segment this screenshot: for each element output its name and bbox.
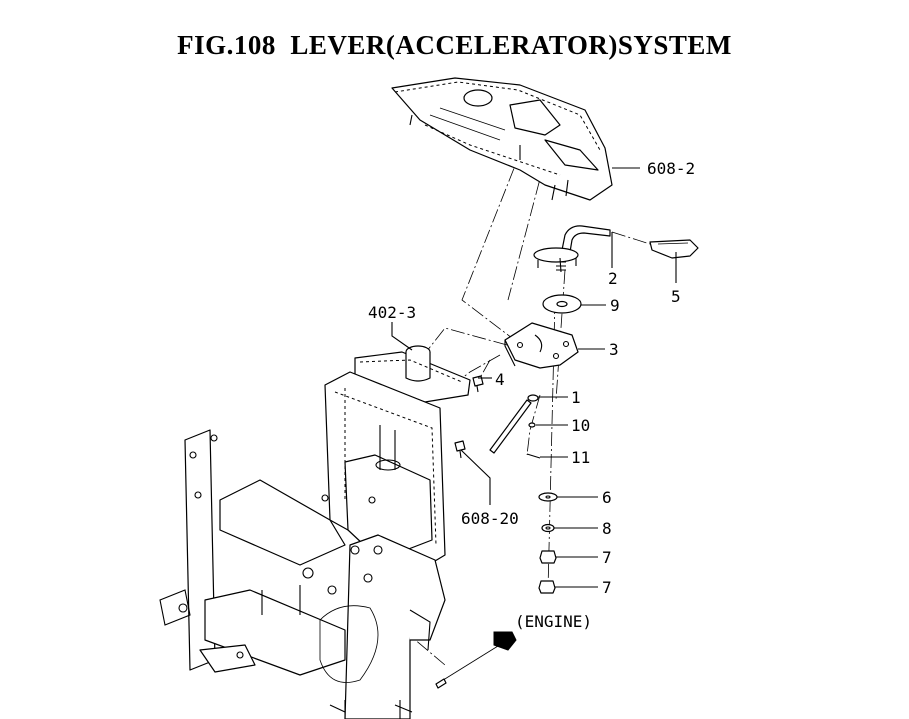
callout-2: 2 bbox=[608, 269, 618, 288]
washer-8 bbox=[541, 523, 555, 533]
frame-402-3 bbox=[354, 345, 471, 403]
leader-lines bbox=[391, 167, 677, 588]
engine-label: (ENGINE) bbox=[515, 612, 592, 631]
bracket-3 bbox=[504, 322, 579, 369]
callout-8: 8 bbox=[602, 519, 612, 538]
pin-10 bbox=[528, 422, 536, 428]
callout-608-20: 608-20 bbox=[461, 509, 519, 528]
callout-3: 3 bbox=[609, 340, 619, 359]
pin-11 bbox=[526, 453, 541, 459]
callout-7-upper: 7 bbox=[602, 548, 612, 567]
knob-5 bbox=[611, 231, 699, 259]
bolt-608-20 bbox=[454, 440, 466, 459]
callout-4: 4 bbox=[495, 370, 505, 389]
callout-402-3: 402-3 bbox=[368, 303, 416, 322]
washer-9 bbox=[542, 294, 582, 314]
callout-608-2: 608-2 bbox=[647, 159, 695, 178]
washer-6 bbox=[538, 492, 558, 502]
nut-7-lower bbox=[538, 580, 556, 594]
rod-1 bbox=[489, 394, 539, 454]
figure-title: FIG.108 LEVER(ACCELERATOR)SYSTEM bbox=[177, 30, 732, 60]
callout-7-lower: 7 bbox=[602, 578, 612, 597]
callout-6: 6 bbox=[602, 488, 612, 507]
callout-11: 11 bbox=[571, 448, 590, 467]
callout-5: 5 bbox=[671, 287, 681, 306]
engine-cable bbox=[435, 631, 517, 689]
callout-1: 1 bbox=[571, 388, 581, 407]
lever-frame-structure bbox=[159, 371, 446, 719]
callout-9: 9 bbox=[610, 296, 620, 315]
callout-labels: 608-2 2 5 9 402-3 3 4 1 10 11 608-20 6 8… bbox=[368, 159, 695, 631]
lever-2 bbox=[533, 225, 611, 273]
callout-10: 10 bbox=[571, 416, 590, 435]
nut-7-upper bbox=[539, 550, 557, 564]
console-cover-608-2 bbox=[391, 77, 613, 201]
